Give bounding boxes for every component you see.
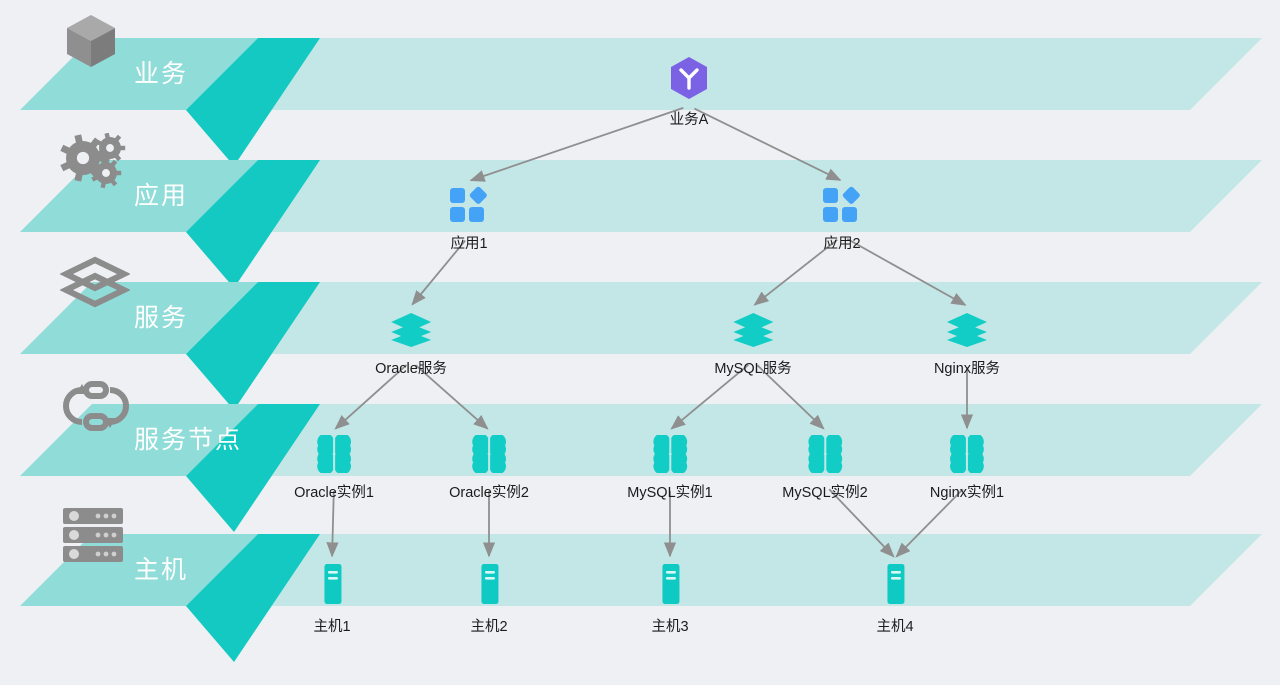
node-label: MySQL服务 — [714, 361, 792, 377]
node-label: 应用2 — [823, 236, 861, 252]
layer-title-application: 应用 — [134, 182, 189, 210]
node-host-3[interactable]: 主机3 — [651, 563, 689, 636]
node-label: MySQL实例2 — [782, 485, 868, 501]
server-tower-icon — [470, 563, 507, 612]
server-tower-icon — [876, 563, 913, 612]
node-label: 主机2 — [470, 619, 508, 635]
edge-app-1-to-oracle-service — [411, 240, 466, 306]
nodes-cycle-icon — [60, 376, 132, 443]
node-label: 应用1 — [450, 236, 488, 252]
node-nginx-inst-1[interactable]: Nginx实例1 — [929, 433, 1005, 502]
server-tower-icon — [651, 563, 688, 612]
layer-title-host: 主机 — [134, 556, 189, 584]
node-mysql-inst-2[interactable]: MySQL实例2 — [782, 433, 868, 502]
db-stack-icon — [375, 311, 447, 354]
node-mysql-service[interactable]: MySQL服务 — [714, 311, 792, 378]
node-mysql-inst-1[interactable]: MySQL实例1 — [627, 433, 713, 502]
layer-fold-host — [186, 534, 320, 662]
node-oracle-inst-1[interactable]: Oracle实例1 — [294, 433, 374, 502]
edge-mysql-service-to-mysql-inst-2 — [756, 364, 825, 430]
node-label: Oracle实例2 — [449, 485, 529, 501]
edge-business-a-to-app-1 — [469, 107, 684, 182]
layer-fold-service-node — [186, 404, 320, 532]
layer-tab-service — [20, 282, 258, 354]
edge-oracle-service-to-oracle-inst-2 — [414, 364, 489, 430]
node-label: Oracle服务 — [375, 361, 447, 377]
node-nginx-service[interactable]: Nginx服务 — [934, 311, 1000, 378]
edge-app-2-to-mysql-service — [753, 238, 838, 306]
clover-icon — [449, 433, 529, 478]
edge-oracle-service-to-oracle-inst-1 — [334, 364, 408, 430]
edge-mysql-service-to-mysql-inst-1 — [670, 364, 749, 430]
layer-plane-service-node — [232, 404, 1262, 476]
node-label: Oracle实例1 — [294, 485, 374, 501]
node-oracle-service[interactable]: Oracle服务 — [375, 311, 447, 378]
node-label: Nginx实例1 — [929, 485, 1005, 501]
node-label: 主机3 — [651, 619, 689, 635]
node-label: MySQL实例1 — [627, 485, 713, 501]
node-label: 业务A — [669, 112, 709, 128]
layer-title-business: 业务 — [134, 60, 189, 88]
clover-icon — [782, 433, 867, 478]
layer-plane-application — [232, 160, 1262, 232]
node-app-2[interactable]: 应用2 — [821, 186, 863, 253]
layer-fold-business — [186, 38, 320, 166]
stacked-layers-icon — [59, 254, 131, 321]
node-label: Nginx服务 — [933, 361, 1001, 377]
cube-icon — [60, 10, 122, 77]
layer-plane-business — [232, 38, 1262, 110]
db-stack-icon — [934, 311, 1000, 354]
hexagon-y-icon — [669, 56, 709, 105]
clover-icon — [627, 433, 712, 478]
layer-fold-application — [186, 160, 320, 288]
node-host-2[interactable]: 主机2 — [470, 563, 508, 636]
edge-mysql-inst-2-to-host-4 — [828, 488, 895, 558]
server-rack-icon — [60, 506, 128, 571]
edge-nginx-inst-1-to-host-4 — [895, 488, 964, 558]
app-grid-icon — [448, 186, 490, 229]
edge-oracle-inst-1-to-host-1 — [326, 490, 339, 558]
db-stack-icon — [714, 311, 791, 354]
clover-icon — [930, 433, 1004, 478]
node-label: 主机1 — [313, 619, 351, 635]
node-label: 主机4 — [876, 619, 914, 635]
layer-title-service: 服务 — [134, 304, 189, 332]
layer-title-service-node: 服务节点 — [134, 426, 243, 454]
clover-icon — [294, 433, 374, 478]
app-grid-icon — [821, 186, 863, 229]
edge-business-a-to-app-2 — [694, 107, 842, 181]
node-app-1[interactable]: 应用1 — [448, 186, 490, 253]
server-tower-icon — [313, 563, 350, 612]
node-oracle-inst-2[interactable]: Oracle实例2 — [449, 433, 529, 502]
node-host-4[interactable]: 主机4 — [876, 563, 914, 636]
node-business-a[interactable]: 业务A — [669, 56, 709, 129]
gears-icon — [60, 132, 132, 199]
node-host-1[interactable]: 主机1 — [313, 563, 351, 636]
layer-fold-service — [186, 282, 320, 410]
edge-app-2-to-nginx-service — [846, 238, 967, 306]
